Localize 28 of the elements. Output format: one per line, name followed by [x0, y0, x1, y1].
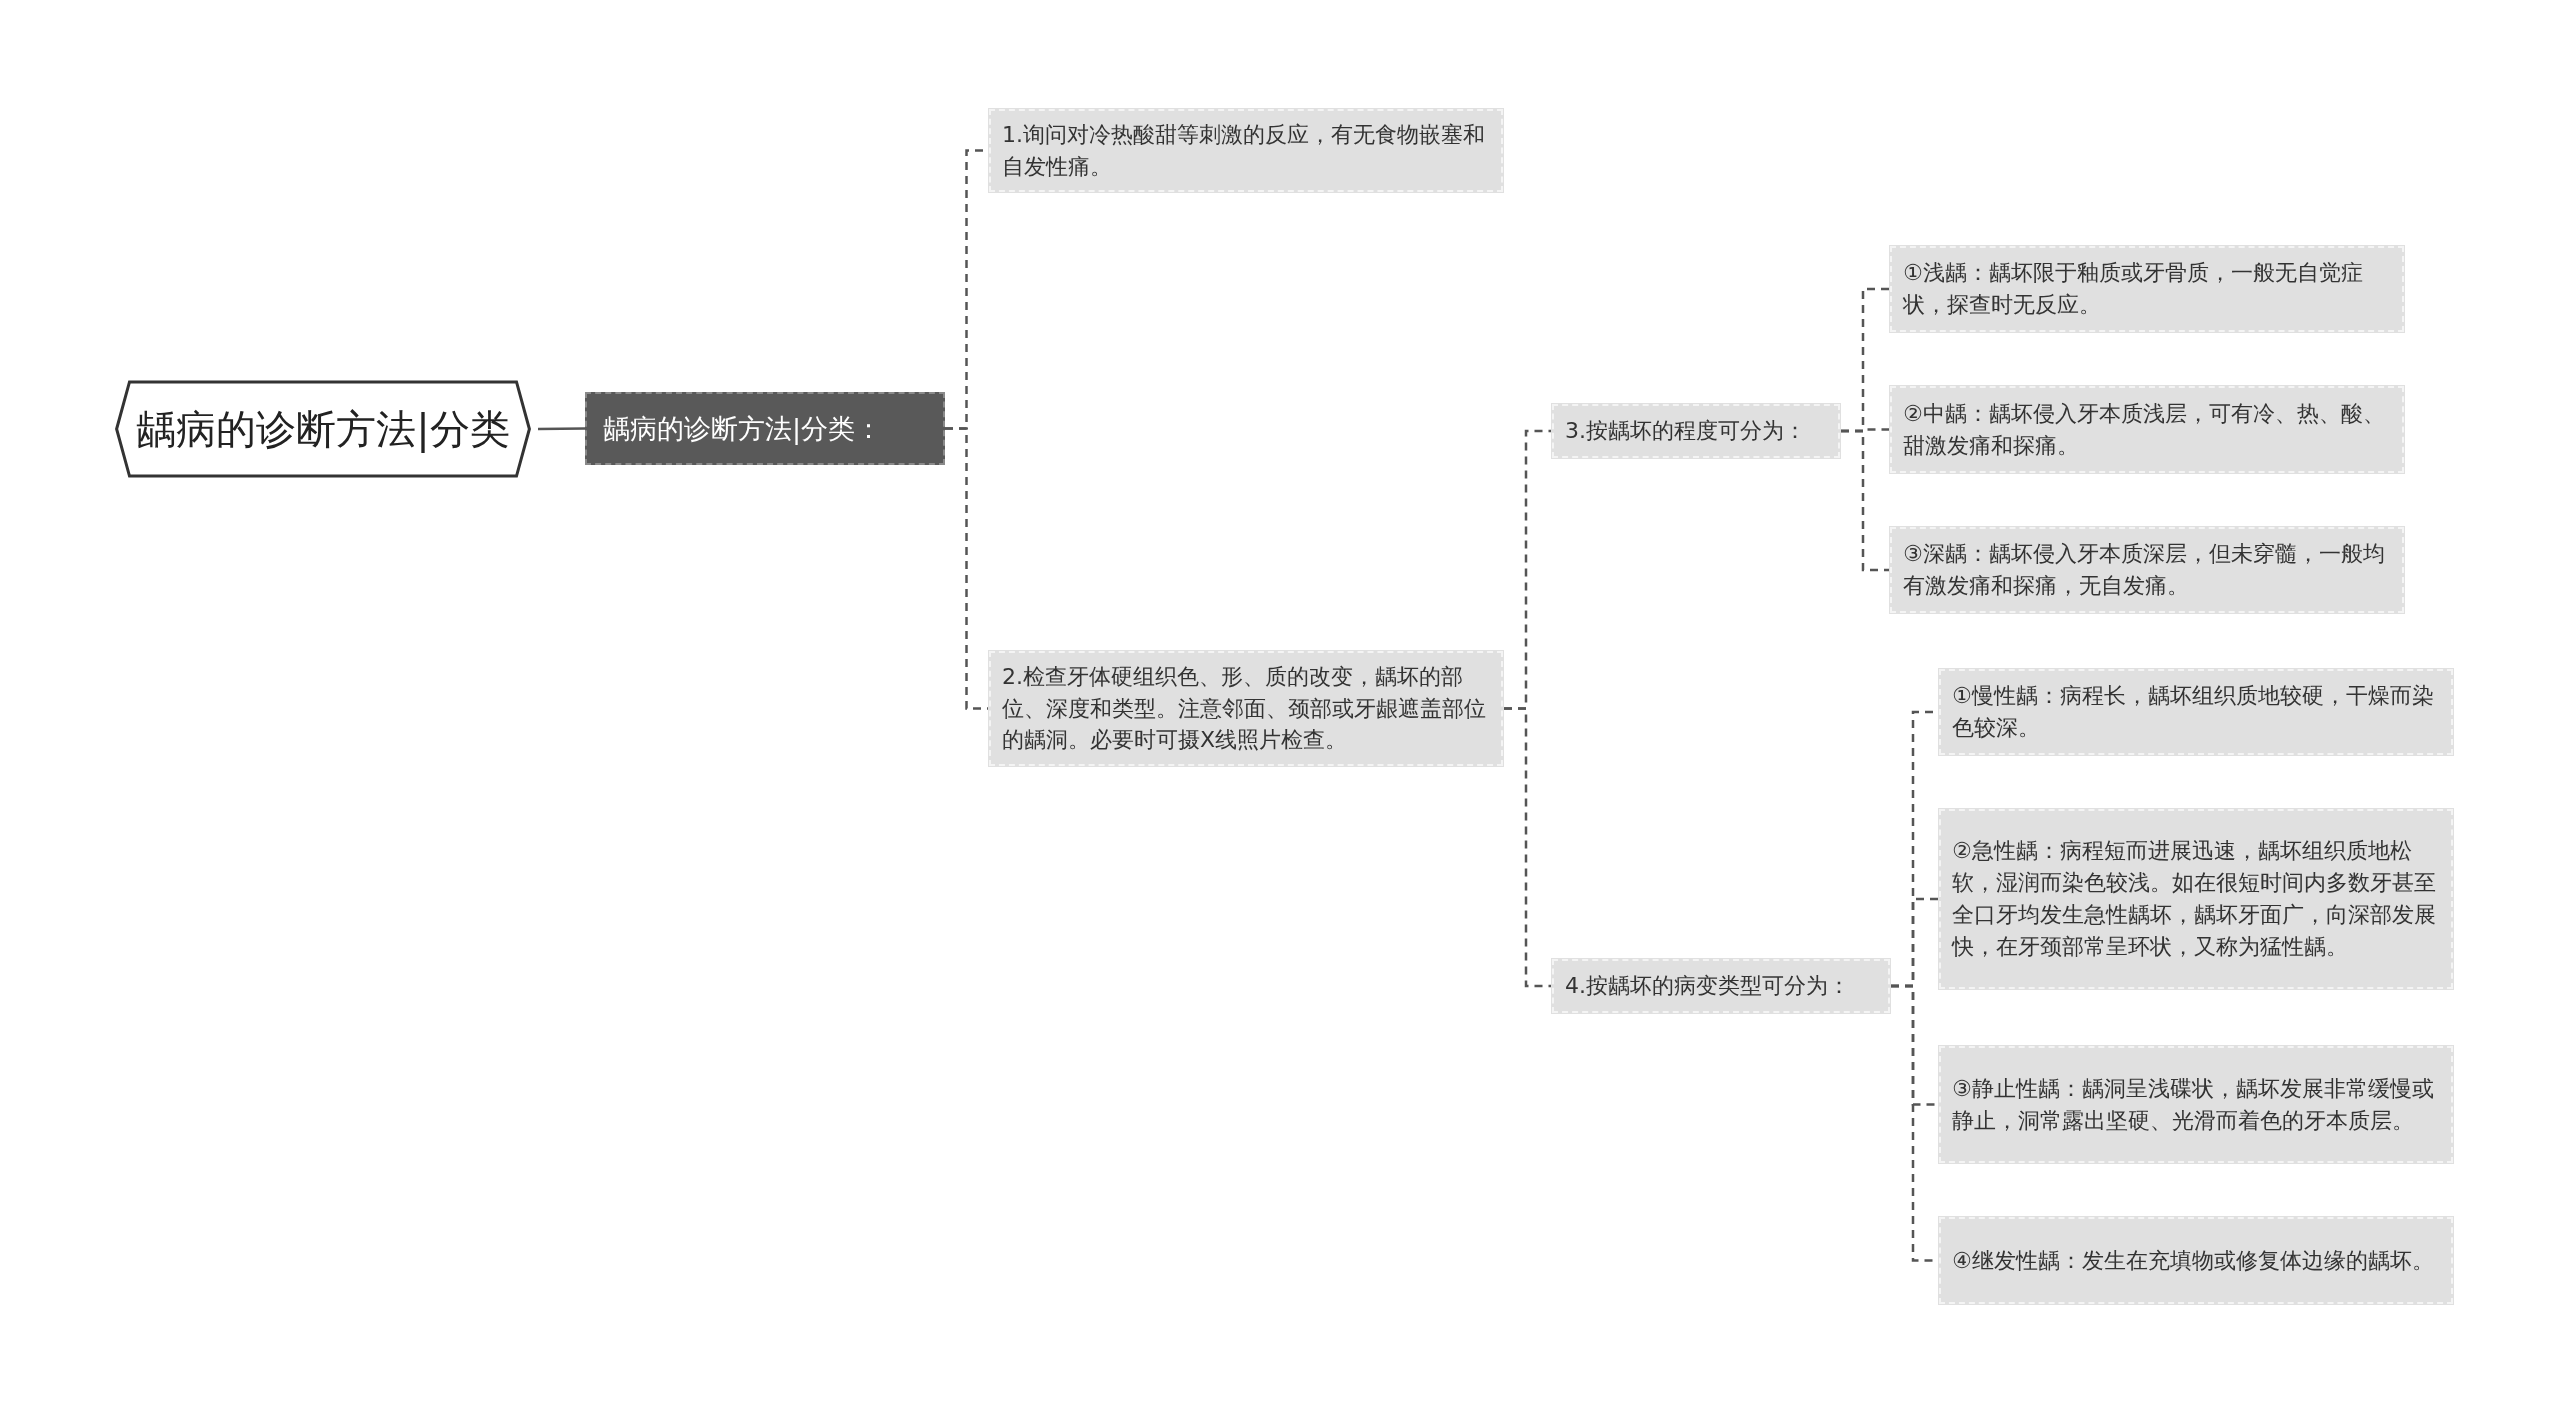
connector-line: [1841, 429, 1889, 572]
text-box: [1938, 1216, 2454, 1305]
text-box: [1551, 403, 1841, 459]
node-text: 3.按龋坏的程度可分为：: [1565, 417, 1806, 446]
text-box: [1551, 958, 1891, 1014]
node-text: 1.询问对冷热酸甜等刺激的反应，有无食物嵌塞和自发性痛。: [1002, 120, 1486, 181]
connector-line: [538, 427, 585, 431]
node-text: 2.检查牙体硬组织色、形、质的改变，龋坏的部位、深度和类型。注意邻面、颈部或牙龈遮盖部位的龋洞。必要时可摄X线照片检查。: [1002, 662, 1487, 755]
node-text: ④继发性龋：发生在充填物或修复体边缘的龋坏。: [1952, 1246, 2434, 1275]
node-text: ①浅龋：龋坏限于釉质或牙骨质，一般无自觉症状，探查时无反应。: [1903, 259, 2364, 319]
topic-box: [585, 392, 945, 465]
text-box: [1889, 245, 2405, 333]
node-text: ①慢性龋：病程长，龋坏组织质地较硬，干燥而染色较深。: [1952, 682, 2435, 742]
text-box: [988, 108, 1504, 193]
node-text: ②中龋：龋坏侵入牙本质浅层，可有冷、热、酸、甜激发痛和探痛。: [1903, 399, 2386, 460]
text-box: [1938, 1045, 2454, 1164]
node-text: ③深龋：龋坏侵入牙本质深层，但未穿髓，一般均有激发痛和探痛，无自发痛。: [1903, 540, 2386, 600]
node-text: 龋病的诊断方法|分类：: [603, 411, 883, 447]
text-box: [988, 650, 1504, 767]
text-box: [1938, 808, 2454, 990]
node-text: 4.按龋坏的病变类型可分为：: [1565, 972, 1850, 1001]
node-text: 龋病的诊断方法|分类: [136, 404, 510, 455]
connector-line: [1504, 707, 1551, 988]
text-box: [1889, 526, 2405, 614]
node-text: ②急性龋：病程短而进展迅速，龋坏组织质地松软，湿润而染色较浅。如在很短时间内多数牙甚至全口牙均发生急性龋坏，龋坏牙面广，向深部发展快，在牙颈部常呈环状，又称为猛性龋。: [1952, 837, 2437, 961]
text-box: [1889, 385, 2405, 474]
node-text: ③静止性龋：龋洞呈浅碟状，龋坏发展非常缓慢或静止，洞常露出坚硬、光滑而着色的牙本质层。: [1952, 1074, 2435, 1135]
text-box: [1938, 668, 2454, 756]
